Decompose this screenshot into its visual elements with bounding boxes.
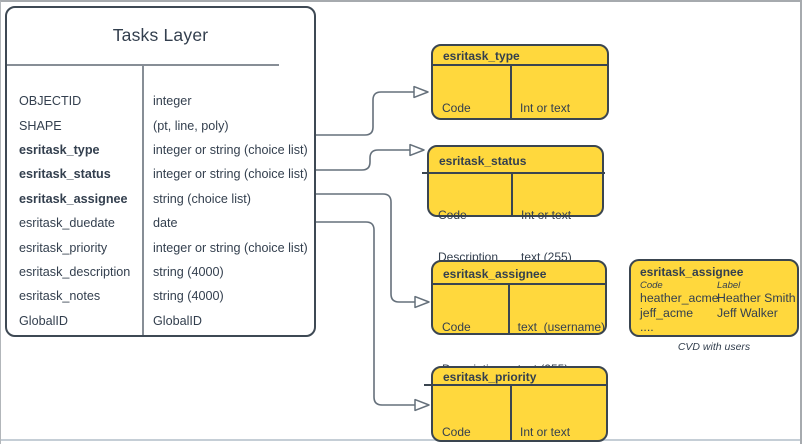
field-type: GlobalID [153, 313, 202, 328]
domain-title: esritask_type [443, 49, 520, 63]
table-row: GlobalID GlobalID [7, 309, 314, 333]
cvd-col-header-label: Label [717, 280, 741, 291]
domain-type: Int or text [521, 208, 572, 222]
field-name: esritask_description [19, 264, 131, 279]
cvd-label: Heather Smith [717, 291, 796, 305]
header-separator-line [422, 172, 605, 174]
domain-body: Code Description Int or text text (255) [433, 386, 606, 440]
field-name: esritask_assignee [19, 191, 128, 206]
arrowhead-priority-icon [414, 398, 430, 412]
domain-type: text (username) [517, 320, 605, 334]
field-type: string (4000) [153, 264, 224, 279]
field-type: string (choice list) [153, 191, 251, 206]
arrowhead-assignee-icon [414, 295, 430, 309]
domain-fields-column: Code Description [433, 285, 510, 376]
cvd-col-header-code: Code [640, 280, 663, 291]
domain-types-column: text (username) text (255) [510, 285, 605, 376]
table-row: esritask_description string (4000) [7, 260, 314, 284]
field-type: integer [153, 94, 192, 109]
connector-esritask-assignee [316, 193, 415, 303]
table-title: Tasks Layer [112, 24, 209, 45]
table-row: esritask_priority integer or string (cho… [7, 235, 314, 259]
cvd-code: jeff_acme [640, 305, 694, 320]
table-row: OBJECTID integer [7, 89, 314, 113]
domain-fields-column: Code Description [433, 386, 512, 440]
cvd-code: heather_acme [640, 291, 719, 305]
arrowhead-type-icon [413, 85, 429, 99]
domain-field: Code [442, 320, 471, 334]
cvd-title: esritask_assignee [640, 265, 744, 279]
table-row: esritask_notes string (4000) [7, 284, 314, 308]
domain-field: Code [442, 101, 471, 115]
tasks-layer-table[interactable]: Tasks Layer OBJECTID integer SHAPE (pt, … [5, 6, 316, 337]
domain-type: Int or text [520, 101, 571, 115]
field-name: esritask_priority [19, 240, 108, 255]
domain-field: Code [438, 208, 467, 222]
domain-box-esritask-status[interactable]: esritask_status Code Description Int or … [422, 145, 605, 264]
domain-title: esritask_status [439, 153, 527, 168]
connector-esritask-priority [316, 221, 415, 406]
table-row: esritask_duedate date [7, 211, 314, 235]
field-name: esritask_type [19, 142, 100, 157]
field-name: esritask_status [19, 167, 111, 182]
domain-box-esritask-assignee[interactable]: esritask_assignee Code Description text … [431, 260, 607, 376]
field-type: integer or string (choice list) [153, 167, 308, 182]
field-name: esritask_notes [19, 289, 101, 304]
field-type: integer or string (choice list) [153, 240, 308, 255]
header-separator-line [433, 283, 605, 285]
domain-title: esritask_assignee [443, 266, 547, 281]
field-name: esritask_duedate [19, 216, 115, 231]
table-rows: OBJECTID integer SHAPE (pt, line, poly) … [7, 89, 314, 333]
cvd-caption: CVD with users [677, 341, 751, 353]
field-name: SHAPE [19, 118, 62, 133]
page-boundary-line [1, 439, 800, 441]
field-type: string (4000) [153, 289, 224, 304]
cvd-users-box[interactable]: esritask_assignee Code Label heather_acm… [629, 259, 799, 337]
table-row: SHAPE (pt, line, poly) [7, 113, 314, 137]
domain-fields-column: Code Description [429, 174, 513, 264]
domain-body: Code Description Int or text text (255) [429, 174, 602, 264]
field-name: OBJECTID [19, 94, 82, 109]
domain-box-esritask-priority[interactable]: esritask_priority Code Description Int o… [424, 366, 608, 442]
domain-fields-column: Code Description [433, 66, 512, 157]
domain-types-column: Int or text text (255) [512, 386, 571, 440]
cvd-code: .... [640, 320, 654, 334]
field-name: GlobalID [19, 313, 68, 328]
table-row: esritask_type integer or string (choice … [7, 138, 314, 162]
connector-esritask-status [316, 149, 410, 171]
connector-esritask-type [316, 91, 414, 136]
domain-body: Code Description Int or text text (255) [433, 66, 607, 157]
domain-types-column: Int or text text (255) [512, 66, 571, 157]
domain-field: Code [442, 425, 471, 439]
arrowhead-status-icon [409, 143, 425, 157]
domain-box-esritask-type[interactable]: esritask_type Code Description Int or te… [431, 44, 609, 157]
table-column-divider [142, 64, 144, 335]
field-type: date [153, 216, 178, 231]
domain-title: esritask_priority [443, 370, 537, 384]
field-type: integer or string (choice list) [153, 142, 308, 157]
cvd-label [717, 320, 796, 335]
domain-body: Code Description text (username) text (2… [433, 285, 605, 376]
cvd-grid: Code Label heather_acme Heather Smith je… [640, 280, 796, 335]
domain-type: Int or text [520, 425, 571, 439]
cvd-label: Jeff Walker [717, 305, 778, 320]
domain-types-column: Int or text text (255) [513, 174, 572, 264]
field-type: (pt, line, poly) [153, 118, 229, 133]
table-row: esritask_assignee string (choice list) [7, 187, 314, 211]
header-separator-line [433, 64, 607, 66]
table-row: esritask_status integer or string (choic… [7, 162, 314, 186]
header-separator-line [424, 384, 608, 386]
